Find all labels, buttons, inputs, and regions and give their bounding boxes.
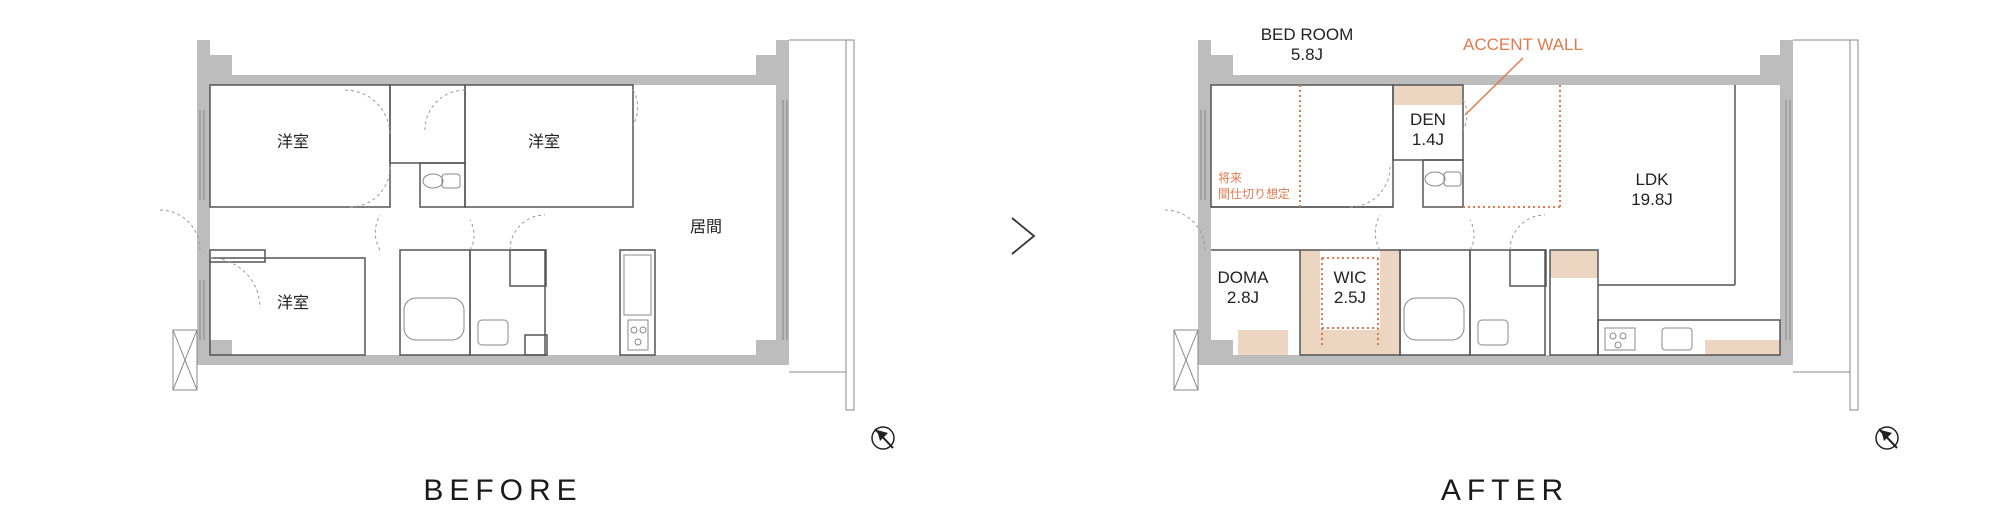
after-caption: AFTER <box>1441 474 1569 507</box>
before-room-3-label: 洋室 <box>277 293 309 312</box>
after-den-name: DEN <box>1410 110 1446 129</box>
accent-wall-label: ACCENT WALL <box>1463 35 1583 54</box>
after-doma-name: DOMA <box>1218 268 1270 287</box>
before-room-1-label: 洋室 <box>277 132 309 151</box>
after-wic-name: WIC <box>1333 268 1366 287</box>
after-wic-size: 2.5J <box>1334 288 1366 307</box>
after-ldk-size: 19.8J <box>1631 190 1673 209</box>
before-living-label: 居間 <box>690 217 722 236</box>
before-caption: BEFORE <box>423 474 582 507</box>
after-doma-size: 2.8J <box>1227 288 1259 307</box>
partition-note-line1: 将来 <box>1218 171 1242 185</box>
after-bedroom-name: BED ROOM <box>1261 25 1354 44</box>
after-den-size: 1.4J <box>1412 130 1444 149</box>
after-ldk-name: LDK <box>1635 170 1669 189</box>
after-plan: BED ROOM 5.8J ACCENT WALL DEN 1.4J LDK 1… <box>1164 25 1899 507</box>
after-bedroom-size: 5.8J <box>1291 45 1323 64</box>
compass-north-icon <box>871 426 895 450</box>
partition-note-line2: 間仕切り想定 <box>1218 186 1290 201</box>
chevron-right-icon <box>1011 217 1036 255</box>
before-room-2-label: 洋室 <box>528 132 560 151</box>
before-plan: 洋室 洋室 洋室 居間 BEFORE <box>159 39 895 507</box>
compass-north-icon <box>1875 426 1899 450</box>
